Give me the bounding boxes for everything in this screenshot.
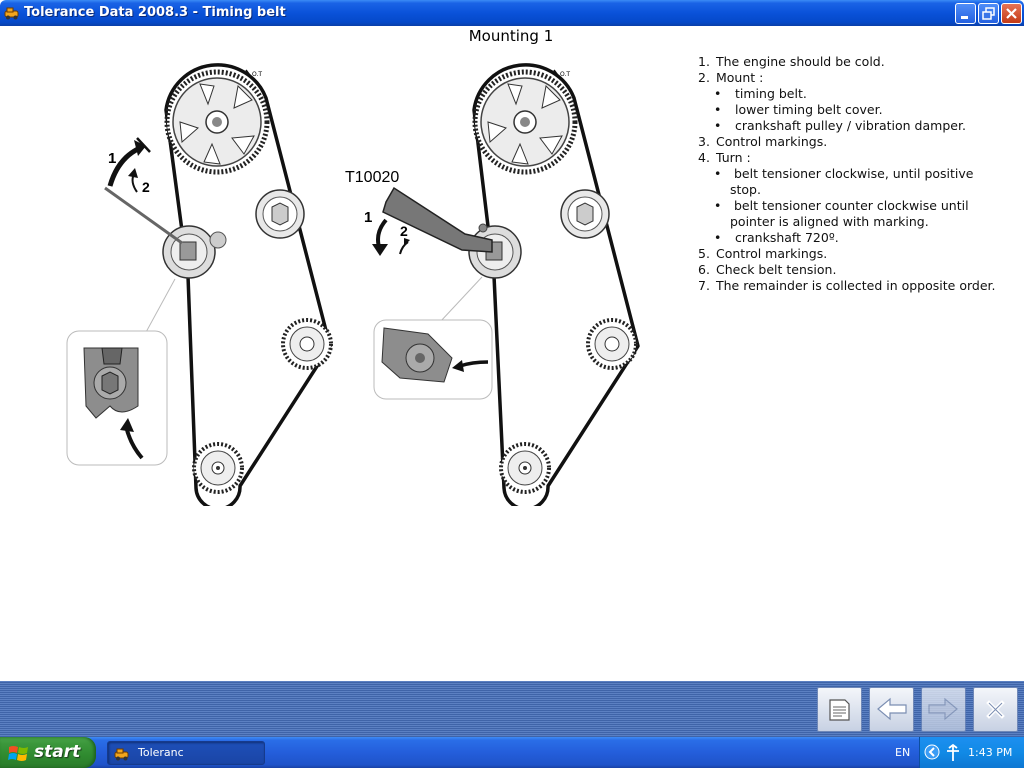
ot-mark-left: O.T — [252, 71, 262, 78]
right-arrow-1-label: 1 — [364, 209, 372, 226]
network-tray-icon[interactable] — [943, 743, 963, 763]
language-indicator[interactable]: EN — [895, 746, 911, 759]
step-1: 1.The engine should be cold. — [698, 54, 885, 69]
right-crankshaft-sprocket — [499, 442, 551, 494]
left-rotation-arrows: 1 2 — [107, 137, 151, 195]
left-belt-tensioner — [162, 225, 227, 279]
window-title: Tolerance Data 2008.3 - Timing belt — [24, 5, 286, 20]
print-document-button[interactable] — [817, 687, 862, 732]
taskbar-item-label: Toleranc — [138, 746, 184, 759]
step-6: 6.Check belt tension. — [698, 262, 837, 277]
right-timing-belt — [472, 63, 640, 506]
step-7: 7.The remainder is collected in opposite… — [698, 278, 996, 293]
left-arrow-2-label: 2 — [142, 179, 150, 195]
right-water-pump-sprocket — [586, 318, 638, 370]
back-button[interactable] — [869, 687, 914, 732]
left-crankshaft-sprocket — [192, 442, 244, 494]
step-5: 5.Control markings. — [698, 246, 828, 261]
timing-belt-diagram: O.T — [66, 63, 640, 506]
windows-flag-icon — [8, 746, 28, 761]
start-button[interactable]: start — [0, 737, 96, 768]
ot-mark-right: O.T — [560, 71, 570, 78]
forward-button[interactable] — [921, 687, 966, 732]
right-upper-idler — [560, 189, 610, 239]
left-camshaft-sprocket — [164, 69, 270, 175]
instructions-list: 1.The engine should be cold. 2.Mount : •… — [698, 54, 998, 294]
left-water-pump-sprocket — [281, 318, 333, 370]
tool-label: T10020 — [345, 169, 399, 186]
close-page-button[interactable] — [973, 687, 1018, 732]
taskbar: start Toleranc EN 1:43 PM — [0, 737, 1024, 768]
step-2: 2.Mount : — [698, 70, 764, 85]
close-button[interactable] — [1001, 3, 1022, 24]
right-engine-diagram: O.T — [345, 63, 640, 506]
right-rotation-arrows: 1 2 — [364, 209, 410, 256]
step-2-bullet-1: •timing belt. — [714, 86, 807, 101]
step-4: 4.Turn : — [698, 150, 751, 165]
close-icon — [1006, 8, 1017, 19]
step-4-bullet-1: • belt tensioner clockwise, until positi… — [714, 166, 974, 197]
left-arrow-1-label: 1 — [108, 150, 116, 167]
restore-icon — [982, 7, 995, 20]
right-arrow-2-label: 2 — [400, 223, 408, 239]
app-car-icon — [114, 748, 129, 761]
step-2-bullet-2: •lower timing belt cover. — [714, 102, 883, 117]
title-bar[interactable]: Tolerance Data 2008.3 - Timing belt — [0, 0, 1024, 26]
page-title: Mounting 1 — [468, 27, 554, 45]
app-icon — [4, 7, 19, 20]
forward-arrow-icon — [928, 697, 958, 721]
right-camshaft-sprocket — [472, 69, 578, 175]
left-upper-idler — [255, 189, 305, 239]
clock: 1:43 PM — [968, 746, 1013, 759]
bottom-toolbar — [0, 681, 1024, 737]
minimize-icon — [961, 16, 968, 19]
system-tray: 1:43 PM — [919, 737, 1024, 768]
left-detail-callout — [66, 278, 176, 466]
content-area: Mounting 1 O.T — [0, 26, 1024, 681]
step-3: 3.Control markings. — [698, 134, 828, 149]
tool-t10020: T10020 — [345, 169, 493, 253]
right-detail-callout — [373, 276, 493, 400]
restore-button[interactable] — [978, 3, 999, 24]
step-4-bullet-2: • belt tensioner counter clockwise until… — [714, 198, 969, 229]
left-engine-diagram: O.T — [66, 63, 333, 506]
show-hidden-icons-icon[interactable] — [924, 744, 940, 760]
close-x-icon — [986, 700, 1005, 719]
left-timing-belt — [164, 63, 332, 506]
step-4-bullet-3: •crankshaft 720º. — [714, 230, 839, 245]
step-2-bullet-3: •crankshaft pulley / vibration damper. — [714, 118, 966, 133]
taskbar-item-tolerance[interactable]: Toleranc — [107, 741, 265, 765]
document-icon — [829, 699, 850, 721]
back-arrow-icon — [877, 697, 907, 721]
minimize-button[interactable] — [955, 3, 976, 24]
start-label: start — [34, 742, 81, 762]
